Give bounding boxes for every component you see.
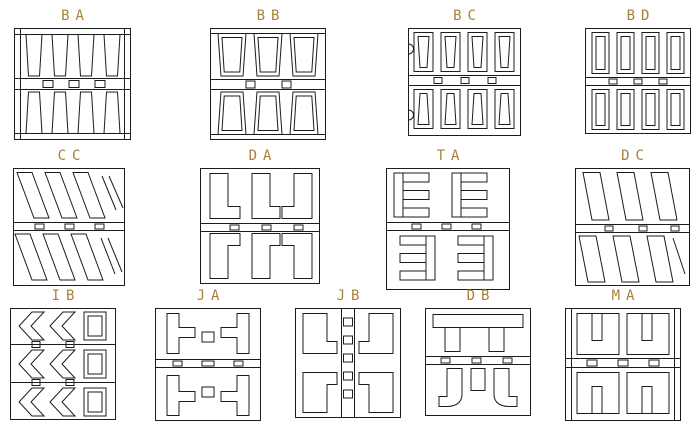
tread-pattern-cc-drawing bbox=[13, 168, 125, 286]
tread-pattern-ib-drawing bbox=[10, 308, 116, 420]
pattern-label-ba: BA bbox=[61, 8, 90, 24]
pattern-label-db: DB bbox=[466, 288, 496, 304]
tread-pattern-db-drawing bbox=[425, 308, 531, 416]
pattern-cell-db: DB bbox=[425, 286, 531, 416]
tread-pattern-bc-drawing bbox=[408, 28, 521, 136]
tread-pattern-ta-drawing bbox=[386, 168, 510, 290]
pattern-label-ma: MA bbox=[611, 288, 641, 304]
tread-pattern-da-drawing bbox=[200, 168, 320, 284]
pattern-label-bb: BB bbox=[256, 8, 286, 24]
pattern-cell-bd: BD bbox=[585, 6, 691, 134]
tread-pattern-bb-drawing bbox=[210, 28, 326, 140]
tread-pattern-ma-drawing bbox=[565, 308, 681, 421]
pattern-label-bc: BC bbox=[453, 8, 482, 24]
pattern-cell-ma: MA bbox=[565, 286, 681, 421]
pattern-label-dc: DC bbox=[621, 148, 650, 164]
pattern-label-cc: CC bbox=[57, 148, 87, 164]
tread-pattern-ba-drawing bbox=[14, 28, 131, 140]
pattern-label-jb: JB bbox=[336, 288, 366, 304]
pattern-cell-da: DA bbox=[200, 146, 320, 284]
pattern-cell-dc: DC bbox=[575, 146, 690, 286]
pattern-label-ta: TA bbox=[436, 148, 466, 164]
pattern-cell-bb: BB bbox=[210, 6, 326, 140]
tread-pattern-jb-drawing bbox=[295, 308, 401, 418]
pattern-cell-cc: CC bbox=[13, 146, 125, 286]
pattern-label-ib: IB bbox=[51, 288, 81, 304]
pattern-cell-ib: IB bbox=[10, 286, 116, 420]
tread-pattern-dc-drawing bbox=[575, 168, 690, 286]
pattern-label-bd: BD bbox=[626, 8, 656, 24]
pattern-cell-jb: JB bbox=[295, 286, 401, 418]
tread-pattern-bd-drawing bbox=[585, 28, 691, 134]
pattern-cell-bc: BC bbox=[408, 6, 521, 136]
pattern-label-da: DA bbox=[248, 148, 278, 164]
pattern-label-ja: JA bbox=[196, 288, 226, 304]
tread-pattern-ja-drawing bbox=[155, 308, 261, 421]
pattern-cell-ba: BA bbox=[14, 6, 131, 140]
pattern-cell-ta: TA bbox=[386, 146, 510, 290]
pattern-cell-ja: JA bbox=[155, 286, 261, 421]
